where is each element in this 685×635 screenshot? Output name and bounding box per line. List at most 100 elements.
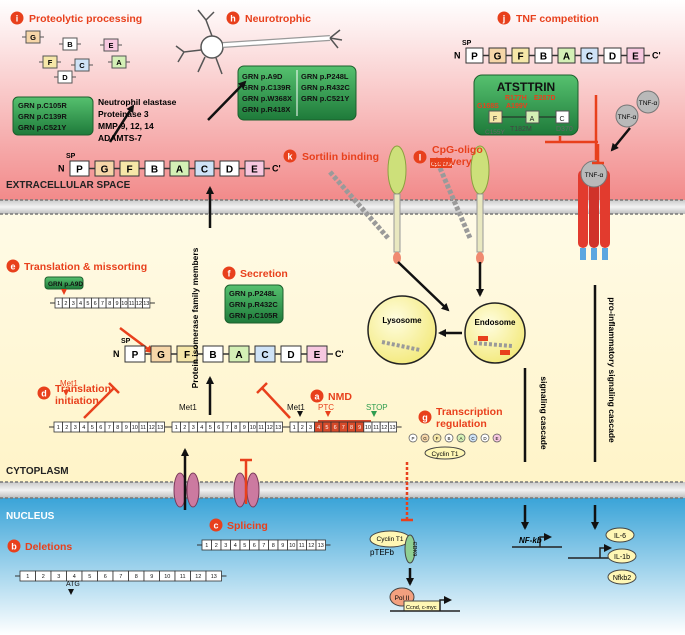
ptc-marker <box>325 411 331 417</box>
mini-progranulin-bead <box>480 433 490 443</box>
transcript-nmd-exon-label: 3 <box>309 425 312 431</box>
lysosome: Lysosome <box>367 295 437 365</box>
met1-marker-d <box>63 390 69 396</box>
transcript-missorting-exon-label: 7 <box>101 301 104 307</box>
protease-3: MMP-9, 12, 14 <box>98 121 154 131</box>
protein-extracellular-c-term: C' <box>272 164 281 174</box>
protein-extracellular-domain-label: G <box>101 165 109 176</box>
protein-tnf-domain-label: B <box>540 52 547 63</box>
protein-cytoplasm-domain-label: P <box>132 350 139 361</box>
mini-progranulin-label: B <box>447 436 450 441</box>
transcript-deletion-exon-label: 9 <box>150 574 153 580</box>
panel-badge-letter-i: i <box>16 14 19 24</box>
protein-extracellular-domain-label: A <box>176 165 183 176</box>
transcript-mid-exon-label: 12 <box>267 425 273 431</box>
transcript-deletion-exon-label: 4 <box>73 574 76 580</box>
transcript-mid-exon-label: 7 <box>226 425 229 431</box>
pol2-label: Pol II <box>395 595 410 602</box>
stop-label: STOP <box>366 403 388 412</box>
transcript-initiation-exon-label: 5 <box>91 425 94 431</box>
transcript-splice-exon-label: 6 <box>253 543 256 549</box>
panel-badge-l <box>413 150 427 164</box>
zone-label-nucleus: NUCLEUS <box>6 511 55 522</box>
mut-neuro-l4: GRN p.R418X <box>242 105 290 114</box>
panel-badge-letter-b: b <box>11 542 17 552</box>
transcript-mid-exon-label: 11 <box>258 425 264 431</box>
protein-cytoplasm-domain-label: F <box>184 350 190 361</box>
cytokine-il6: IL-6 <box>614 533 626 540</box>
atsttrin-a199v: A199V <box>506 103 528 110</box>
mini-progranulin-label: A <box>459 436 462 441</box>
transcript-deletion-exon-label: 7 <box>119 574 122 580</box>
isomerase-label: Protein isomerase family members <box>190 247 200 388</box>
protein-extracellular-domain-label: F <box>126 165 132 176</box>
mut-neuro-l2: GRN p.C139R <box>242 83 291 92</box>
transcript-mid-exon-label: 1 <box>175 425 178 431</box>
transcript-deletion-exon-label: 13 <box>211 574 217 580</box>
mini-progranulin-label: C <box>471 436 475 441</box>
proinflammatory-label: pro-inflammatory signaling cascade <box>607 297 617 443</box>
transcript-splice-exon-label: 9 <box>281 543 284 549</box>
nucleus-zone <box>0 498 685 635</box>
transcript-splice-exon-label: 12 <box>308 543 314 549</box>
transcript-initiation-exon-label: 9 <box>125 425 128 431</box>
transcript-mid-exon-label: 5 <box>209 425 212 431</box>
transcript-splice-exon-label: 5 <box>243 543 246 549</box>
panel-d-title-1: Translation <box>55 383 111 395</box>
svg-text:F: F <box>493 116 497 123</box>
protein-tnf-domain-label: G <box>494 52 502 63</box>
transcript-initiation-exon-label: 13 <box>157 425 163 431</box>
transcript-initiation-exon <box>155 421 165 433</box>
ptc-label: PTC <box>318 403 334 412</box>
arrow-sortilin-endosome <box>397 261 450 312</box>
transcript-mid-exon-label: 2 <box>183 425 186 431</box>
panel-badge-letter-f: f <box>228 269 232 279</box>
plasma-membrane <box>0 199 685 215</box>
mut-neuro-l3: GRN p.W368X <box>242 94 292 103</box>
cytokine-ellipses <box>605 527 637 585</box>
panel-k-title: Sortilin binding <box>302 151 379 163</box>
nuclear-pore-right <box>233 472 260 508</box>
transcript-initiation-exon-label: 7 <box>108 425 111 431</box>
arrows <box>83 80 631 586</box>
mini-progranulin-label: F <box>436 436 439 441</box>
transcript-deletion-exon-label: 10 <box>164 574 170 580</box>
cytoplasm-zone <box>0 200 685 482</box>
transcript-nmd-exon-label: 1 <box>293 425 296 431</box>
panel-badge-h <box>226 11 240 25</box>
transcript-nmd-exon-label: 12 <box>381 425 387 431</box>
mutation-box-proteolysis <box>12 96 94 136</box>
transcript-deletion-exon <box>205 570 222 582</box>
transcript-missorting-exon-label: 11 <box>129 301 135 307</box>
panel-badge-j <box>497 11 511 25</box>
panel-g-title-2: regulation <box>436 418 487 430</box>
transcript-deletion-exon-label: 5 <box>88 574 91 580</box>
transcript-deletion-exon-label: 3 <box>57 574 60 580</box>
granulin-label: E <box>108 41 113 50</box>
transcript-mid-exon-label: 13 <box>275 425 281 431</box>
transcript-splice-exon-label: 8 <box>272 543 275 549</box>
transcript-splice-exon-label: 1 <box>205 543 208 549</box>
met1-label-mid: Met1 <box>179 403 197 412</box>
transcript-mid-exon-label: 8 <box>234 425 237 431</box>
atsttrin-g168s: G168S <box>477 103 499 110</box>
panel-i-title: Proteolytic processing <box>29 13 142 25</box>
protein-tnf-n-term: N <box>454 51 461 61</box>
transcript-mid-exon-label: 3 <box>192 425 195 431</box>
transcript-nmd-exon-label: 8 <box>350 425 353 431</box>
transcript-initiation-exon-label: 8 <box>116 425 119 431</box>
cyclin-t1-cytoplasm <box>424 446 466 460</box>
atsttrin-e287d: E287D <box>534 95 555 102</box>
protein-extracellular-n-term: N <box>58 164 65 174</box>
protein-cytoplasm-domain-label: A <box>235 350 242 361</box>
cytokine-il1b: IL-1b <box>614 554 630 561</box>
transcript-missorting-exon-label: 5 <box>86 301 89 307</box>
cpg-bound-progranulin: CpG DNA <box>430 158 473 239</box>
panel-d-title-2: initiation <box>55 395 99 407</box>
panel-l-title-2: delivery <box>432 156 472 168</box>
transcript-deletion-exon-label: 2 <box>42 574 45 580</box>
missorting-marker <box>61 289 67 295</box>
transcript-missorting-exon-label: 10 <box>121 301 127 307</box>
mut-prot-3: GRN p.C521Y <box>18 123 66 132</box>
